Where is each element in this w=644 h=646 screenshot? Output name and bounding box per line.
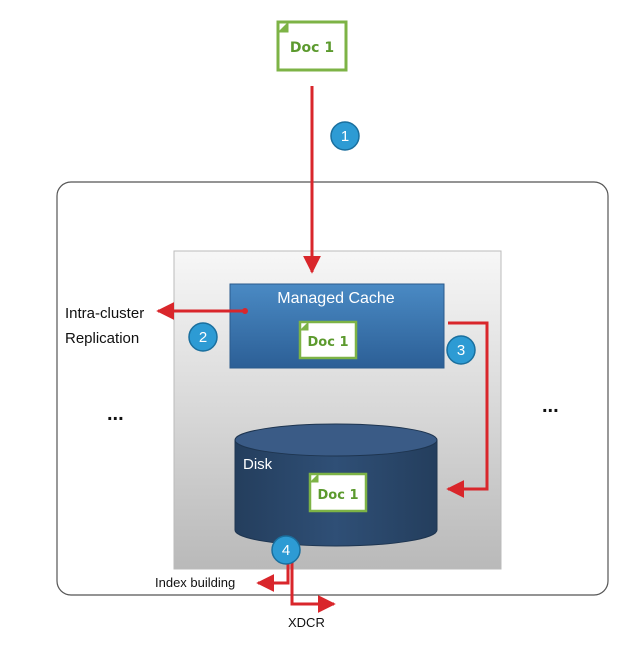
left-more-nodes: ... — [107, 403, 124, 425]
index-building-label: Index building — [155, 575, 235, 590]
disk-doc-label: Doc 1 — [318, 488, 359, 503]
step-4-badge: 4 — [271, 535, 301, 565]
xdcr-label: XDCR — [288, 615, 325, 630]
right-more-nodes: ... — [542, 395, 559, 417]
disk-label: Disk — [243, 456, 273, 473]
step-2-badge: 2 — [188, 322, 218, 352]
incoming-doc-icon: Doc 1 — [276, 20, 348, 72]
replication-label-line2: Replication — [65, 330, 139, 347]
xdcr-arrow — [290, 562, 336, 613]
step-4-number: 4 — [282, 542, 290, 559]
step-1-number: 1 — [341, 128, 349, 145]
incoming-doc-label: Doc 1 — [290, 40, 334, 56]
cache-doc-label: Doc 1 — [308, 335, 349, 350]
cache-doc-icon: Doc 1 — [298, 320, 358, 360]
index-building-arrow — [256, 562, 290, 592]
step-3-number: 3 — [457, 342, 465, 359]
persist-arrow — [446, 321, 489, 498]
replication-label-line1: Intra-cluster — [65, 305, 144, 322]
managed-cache-label: Managed Cache — [277, 290, 395, 307]
step-3-badge: 3 — [446, 335, 476, 365]
step-2-number: 2 — [199, 329, 207, 346]
step-1-badge: 1 — [330, 121, 360, 151]
disk-doc-icon: Doc 1 — [308, 472, 368, 513]
